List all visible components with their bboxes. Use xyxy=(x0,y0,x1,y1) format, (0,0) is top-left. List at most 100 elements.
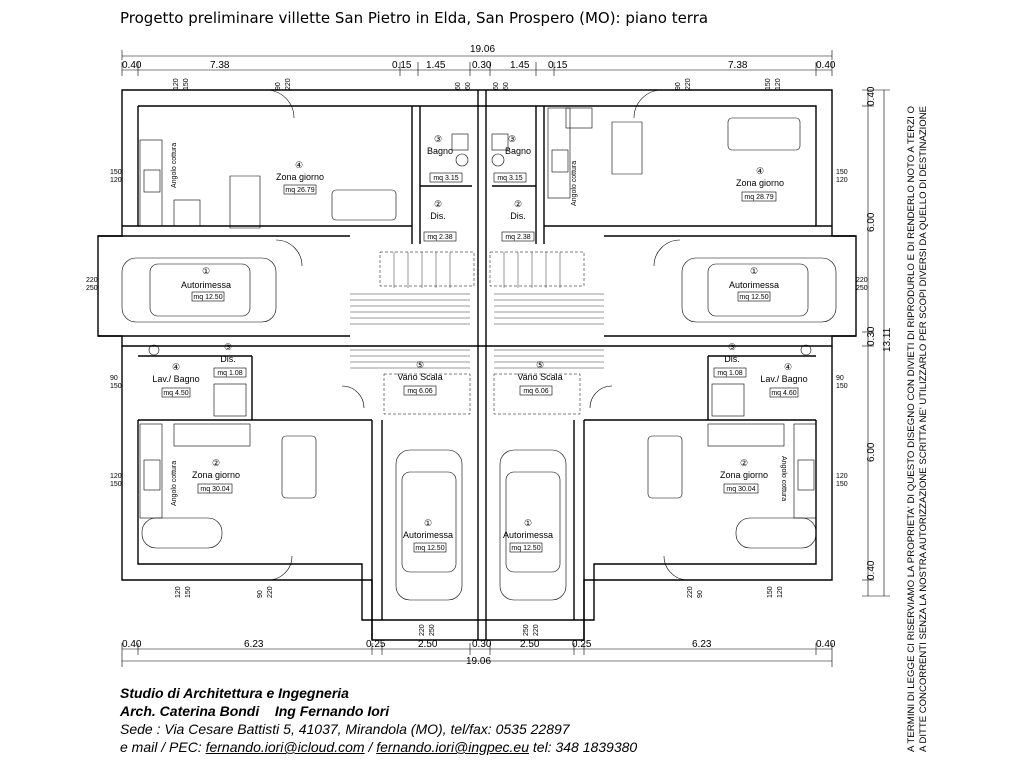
win-mark-se-b: 120 xyxy=(777,586,784,598)
sofa-icon-ne xyxy=(727,117,801,151)
right-dim-4: 0.40 xyxy=(866,560,877,580)
staircases xyxy=(350,251,604,415)
door-swing-nw-1 xyxy=(265,89,295,119)
win-mark-bagno-nw-a: 60 xyxy=(455,82,462,90)
top-dim-8: 0.40 xyxy=(816,60,836,71)
sink-icon-nw xyxy=(143,169,161,193)
bottom-dim-7: 6.23 xyxy=(692,639,712,650)
top-dim-0: 0.40 xyxy=(122,60,142,71)
stove-icon-ne xyxy=(565,107,593,129)
room-name-ne-bagno: Bagno xyxy=(505,146,531,156)
win-mark-e3-b: 150 xyxy=(836,481,848,488)
building-walls xyxy=(97,89,857,641)
washbasin-icon-nw xyxy=(451,133,469,151)
phone-number: tel: 348 1839380 xyxy=(529,739,638,755)
email-link-icloud[interactable]: fernando.iori@icloud.com xyxy=(205,739,365,755)
sink-icon-sw xyxy=(143,459,161,491)
door-mark-nw-b: 220 xyxy=(285,78,292,90)
email-prefix: e mail / PEC: xyxy=(120,739,206,755)
top-dim-2: 0.15 xyxy=(392,60,412,71)
room-area-nw-auto: mq 12.50 xyxy=(193,294,222,301)
sink-icon-ne xyxy=(551,149,569,173)
drawing-title: Progetto preliminare villette San Pietro… xyxy=(120,9,708,27)
right-dim-3: 6.00 xyxy=(866,442,877,462)
studio-name: Studio di Architettura e Ingegneria xyxy=(120,685,349,701)
win-mark-e1-a: 150 xyxy=(836,169,848,176)
room-area-sw-zona: mq 30.04 xyxy=(200,486,229,493)
door-swing-ne-2 xyxy=(653,239,681,267)
room-num-sw-zona: ② xyxy=(212,458,220,468)
email-separator: / xyxy=(364,739,377,755)
bottom-dim-6: 0.25 xyxy=(572,639,592,650)
win-mark-ne-a: 150 xyxy=(765,78,772,90)
door-swing-sw-2 xyxy=(267,555,293,581)
engineer-name: Ing Fernando Iori xyxy=(274,703,390,719)
room-num-nw-bagno: ③ xyxy=(434,134,442,144)
room-num-nw-zona: ④ xyxy=(295,160,303,170)
table-icon-sw xyxy=(141,517,223,549)
washbasin-icon-ne xyxy=(491,133,509,151)
shower-icon-sw xyxy=(213,383,247,417)
door-mark-se-b: 90 xyxy=(697,590,704,598)
room-area-nw-bagno: mq 3.15 xyxy=(433,175,458,182)
sink-icon-se xyxy=(797,459,815,491)
table-icon-nw xyxy=(229,175,261,229)
toilet-icon-ne xyxy=(491,153,505,167)
washbasin-icon-sw xyxy=(148,344,160,356)
room-name-ne-zona: Zona giorno xyxy=(736,178,784,188)
room-num-se-scala: ⑤ xyxy=(536,360,544,370)
bottom-dim-8: 0.40 xyxy=(816,639,836,650)
kitchen-counter-sw xyxy=(139,423,163,519)
win-mark-w3-b: 150 xyxy=(110,481,122,488)
garage-mark-se-b: 220 xyxy=(533,624,540,636)
car-icon-sw xyxy=(395,449,463,601)
room-name-sw-lav: Lav./ Bagno xyxy=(152,374,199,384)
right-dim-1: 6.00 xyxy=(866,212,877,232)
bottom-dim-5: 2.50 xyxy=(520,639,540,650)
room-area-nw-zona: mq 26.79 xyxy=(285,187,314,194)
room-area-se-zona: mq 30.04 xyxy=(726,486,755,493)
room-num-ne-dis: ② xyxy=(514,199,522,209)
top-dim-1: 7.38 xyxy=(210,60,230,71)
top-dim-4: 0.30 xyxy=(472,60,492,71)
bottom-dim-1: 6.23 xyxy=(244,639,264,650)
room-area-se-dis: mq 1.08 xyxy=(717,370,742,377)
kitchen-counter-nw xyxy=(139,139,163,227)
legal-notice-line1: A TERMINI DI LEGGE CI RISERVIAMO LA PROP… xyxy=(906,106,917,752)
win-mark-sw-a: 120 xyxy=(175,586,182,598)
table-icon-ne xyxy=(611,121,643,175)
studio-people: Arch. Caterina Bondi Ing Fernando Iori xyxy=(120,702,820,720)
garage-mark-w-a: 220 xyxy=(86,277,98,284)
email-link-pec[interactable]: fernando.iori@ingpec.eu xyxy=(376,739,529,755)
win-mark-se-a: 150 xyxy=(767,586,774,598)
garage-mark-sw-b: 250 xyxy=(429,624,436,636)
toilet-icon-nw xyxy=(455,153,469,167)
room-area-ne-dis: mq 2.38 xyxy=(505,234,530,241)
win-mark-bagno-ne-a: 60 xyxy=(493,82,500,90)
door-swing-se-2 xyxy=(663,555,689,581)
kitchen-label-ne: Angolo cottura xyxy=(571,161,578,206)
garage-mark-sw-a: 220 xyxy=(419,624,426,636)
room-area-sw-lav: mq 4.50 xyxy=(163,390,188,397)
room-area-se-auto: mq 12.50 xyxy=(511,545,540,552)
room-area-sw-auto: mq 12.50 xyxy=(415,545,444,552)
room-num-nw-dis: ② xyxy=(434,199,442,209)
room-labels: ④ Zona giorno mq 26.79 ③ Bagno mq 3.15 ②… xyxy=(152,134,808,553)
room-num-nw-auto: ① xyxy=(202,266,210,276)
win-mark-bagno-nw-b: 60 xyxy=(465,82,472,90)
door-mark-nw-a: 90 xyxy=(275,82,282,90)
room-num-se-dis: ③ xyxy=(728,342,736,352)
furniture xyxy=(139,89,817,581)
top-dim-7: 7.38 xyxy=(728,60,748,71)
garage-mark-w-b: 250 xyxy=(86,285,98,292)
kitchen-counter-ne xyxy=(547,107,571,199)
door-swing-se-1 xyxy=(589,385,613,409)
sofa-icon-nw xyxy=(331,189,397,221)
room-area-se-lav: mq 4.60 xyxy=(771,390,796,397)
washbasin-icon-se xyxy=(800,344,812,356)
room-name-sw-scala: Vano Scala xyxy=(397,372,442,382)
win-mark-nw-a: 120 xyxy=(173,78,180,90)
kitchen-label-sw: Angolo cottura xyxy=(171,461,178,506)
top-dimension-chain: 19.06 0.40 7.38 0.15 1.45 0.30 1.45 0.15… xyxy=(121,44,836,76)
room-num-sw-dis: ③ xyxy=(224,342,232,352)
